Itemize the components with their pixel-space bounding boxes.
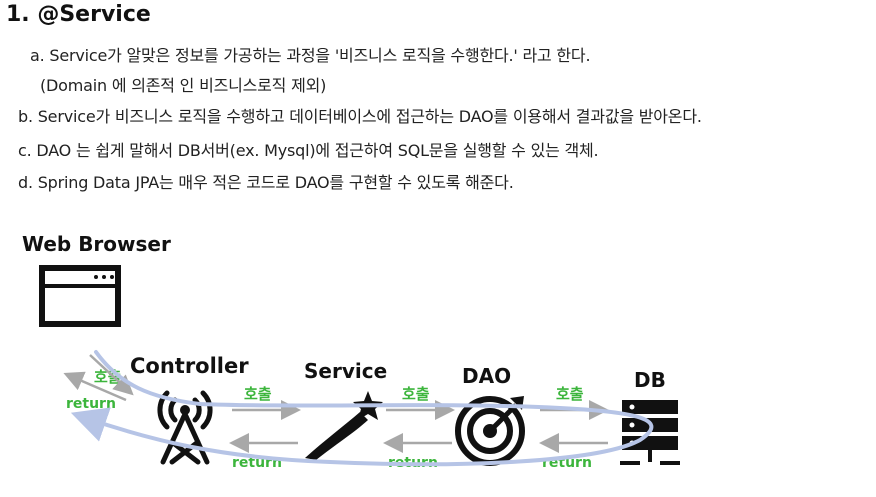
text-line-d: d. Spring Data JPA는 매우 적은 코드로 DAO를 구현할 수… [18, 173, 514, 192]
controller-label: Controller [130, 354, 249, 378]
return-arrows [63, 371, 608, 453]
target-icon [455, 396, 525, 466]
dao-label: DAO [462, 364, 512, 388]
call-label-dao: 호출 [556, 385, 584, 403]
flow-loop [70, 350, 654, 467]
call-arrows [89, 354, 609, 420]
text-line-c: c. DAO 는 쉽게 말해서 DB서버(ex. Mysql)에 접근하여 SQ… [18, 141, 599, 160]
service-label: Service [304, 359, 388, 383]
call-label-service: 호출 [402, 385, 430, 403]
text-line-b: b. Service가 비즈니스 로직을 수행하고 데이터베이스에 접근하는 D… [18, 107, 702, 126]
web-browser-label: Web Browser [22, 232, 171, 256]
call-label-controller: 호출 [244, 385, 272, 403]
text-line-a: a. Service가 알맞은 정보를 가공하는 과정을 '비즈니스 로직을 수… [30, 46, 591, 65]
browser-window-icon [39, 265, 121, 327]
shooting-star-icon [305, 391, 383, 460]
section-title: 1. @Service [6, 2, 151, 27]
db-label: DB [634, 368, 666, 392]
text-line-a-note: (Domain 에 의존적 인 비즈니스로직 제외) [40, 76, 327, 95]
